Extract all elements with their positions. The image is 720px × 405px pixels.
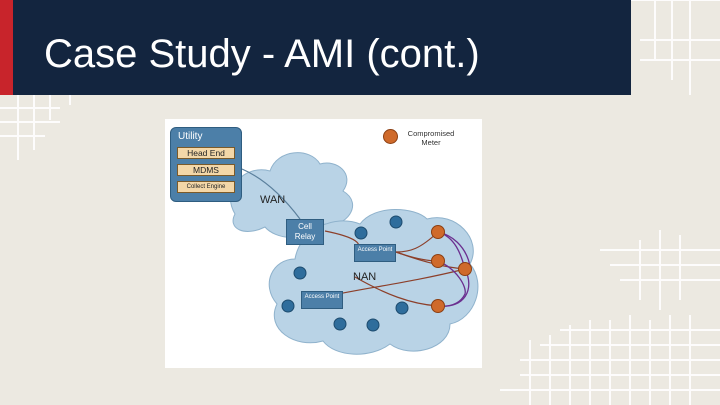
backhaul-link [241,168,301,220]
access-point-box: Access Point [301,291,343,309]
slide-title: Case Study - AMI (cont.) [44,32,480,76]
meter [293,266,307,280]
mdms-box: MDMS [177,164,235,176]
head-end-box: Head End [177,147,235,159]
utility-box: Utility Head End MDMS Collect Engine [170,127,242,202]
compromised-meter [431,299,445,313]
diagram-drawing [229,152,479,355]
nan-label: NAN [353,271,377,283]
compromised-meter [431,254,445,268]
ami-network-diagram: Utility Head End MDMS Collect Engine Com… [165,119,482,368]
title-bar [0,0,631,95]
title-accent-stripe [0,0,13,95]
wan-label: WAN [260,194,286,206]
smart-meters [281,215,409,332]
meter [354,226,368,240]
meter [281,299,295,313]
meter [395,301,409,315]
compromised-meter [458,262,472,276]
compromised-meter-legend-icon [383,129,398,144]
collect-engine-box: Collect Engine [177,181,235,193]
access-point-box: Access Point [354,244,396,262]
cell-relay-box: Cell Relay [286,219,324,245]
legend-label: Compromised Meter [407,129,455,147]
utility-title: Utility [178,131,203,142]
compromised-meter [431,225,445,239]
meter [366,318,380,332]
compromised-meters [431,225,472,313]
meter [333,317,347,331]
meter [389,215,403,229]
wan-cloud [229,152,354,238]
